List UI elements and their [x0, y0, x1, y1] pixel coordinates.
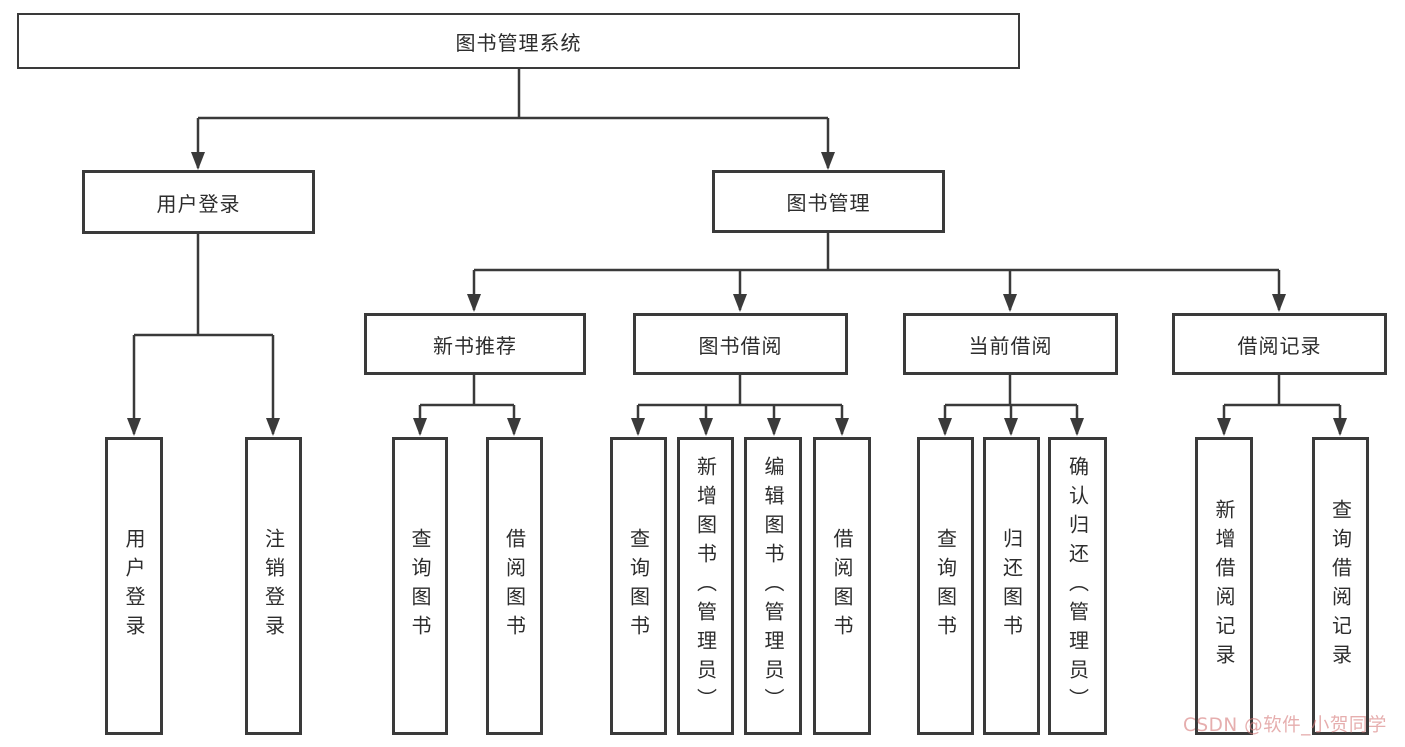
node-book-borrowing-label: 图书借阅 [698, 333, 783, 358]
node-book-borrowing: 图书借阅 [633, 313, 848, 375]
node-user-login: 用户登录 [82, 170, 315, 234]
node-current-borrowing-label: 当前借阅 [968, 333, 1053, 358]
leaf-borrowing-borrow-books-label: 借阅图书 [830, 528, 854, 644]
leaf-logout-label: 注销登录 [261, 528, 286, 644]
leaf-borrowing-query-books-label: 查询图书 [626, 528, 651, 644]
leaf-current-return-books-label: 归还图书 [999, 528, 1024, 644]
leaf-borrowing-borrow-books: 借阅图书 [813, 437, 871, 735]
node-root-system-label: 图书管理系统 [455, 30, 582, 55]
node-borrow-records-label: 借阅记录 [1237, 333, 1322, 358]
node-new-book-recommend: 新书推荐 [364, 313, 586, 375]
node-user-login-label: 用户登录 [156, 191, 241, 216]
leaf-current-confirm-return-admin: 确认归还（管理员） [1048, 437, 1107, 735]
leaf-recommend-query-books-label: 查询图书 [408, 528, 432, 644]
leaf-records-query-record: 查询借阅记录 [1312, 437, 1369, 735]
leaf-recommend-borrow-books-label: 借阅图书 [502, 528, 527, 644]
leaf-borrowing-query-books: 查询图书 [610, 437, 667, 735]
node-new-book-recommend-label: 新书推荐 [433, 333, 517, 358]
leaf-current-query-books-label: 查询图书 [933, 528, 958, 644]
node-root-system: 图书管理系统 [17, 13, 1020, 69]
leaf-current-confirm-return-admin-label: 确认归还（管理员） [1065, 455, 1090, 717]
leaf-borrowing-add-books-admin: 新增图书（管理员） [677, 437, 734, 735]
leaf-recommend-query-books: 查询图书 [392, 437, 448, 735]
leaf-recommend-borrow-books: 借阅图书 [486, 437, 543, 735]
leaf-records-query-record-label: 查询借阅记录 [1328, 499, 1353, 673]
leaf-current-query-books: 查询图书 [917, 437, 974, 735]
node-borrow-records: 借阅记录 [1172, 313, 1387, 375]
leaf-borrowing-add-books-admin-label: 新增图书（管理员） [693, 455, 718, 717]
leaf-logout: 注销登录 [245, 437, 302, 735]
leaf-records-add-record-label: 新增借阅记录 [1212, 499, 1236, 673]
leaf-user-login: 用户登录 [105, 437, 163, 735]
leaf-borrowing-edit-books-admin: 编辑图书（管理员） [744, 437, 802, 735]
leaf-records-add-record: 新增借阅记录 [1195, 437, 1253, 735]
node-book-management-label: 图书管理 [786, 191, 871, 215]
leaf-user-login-label: 用户登录 [122, 528, 146, 644]
csdn-watermark: CSDN @软件_小贺同学 [1183, 715, 1387, 736]
node-book-management: 图书管理 [712, 170, 945, 233]
node-current-borrowing: 当前借阅 [903, 313, 1118, 375]
leaf-borrowing-edit-books-admin-label: 编辑图书（管理员） [761, 455, 785, 717]
leaf-current-return-books: 归还图书 [983, 437, 1040, 735]
